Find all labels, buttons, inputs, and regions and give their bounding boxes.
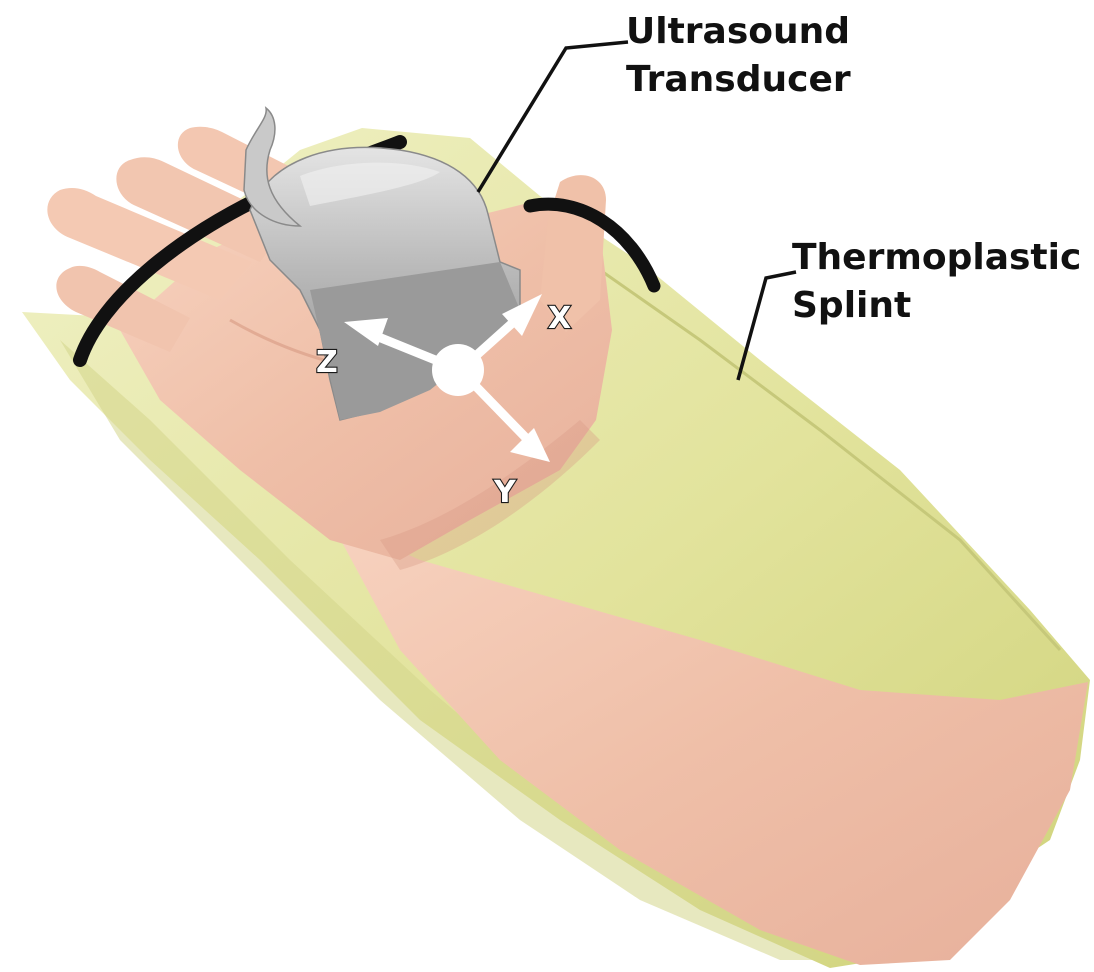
transducer-label-line-2: Transducer [626,56,851,104]
axis-x-label: X [548,301,571,336]
transducer-label: Ultrasound Transducer [626,8,851,104]
axis-z-label: Z [316,345,338,380]
transducer-label-line-1: Ultrasound [626,8,851,56]
axis-origin [432,344,484,396]
axis-y-label: Y [493,475,517,510]
splint-label-line-1: Thermoplastic [792,234,1081,282]
splint-label: Thermoplastic Splint [792,234,1081,330]
splint-label-line-2: Splint [792,282,1081,330]
